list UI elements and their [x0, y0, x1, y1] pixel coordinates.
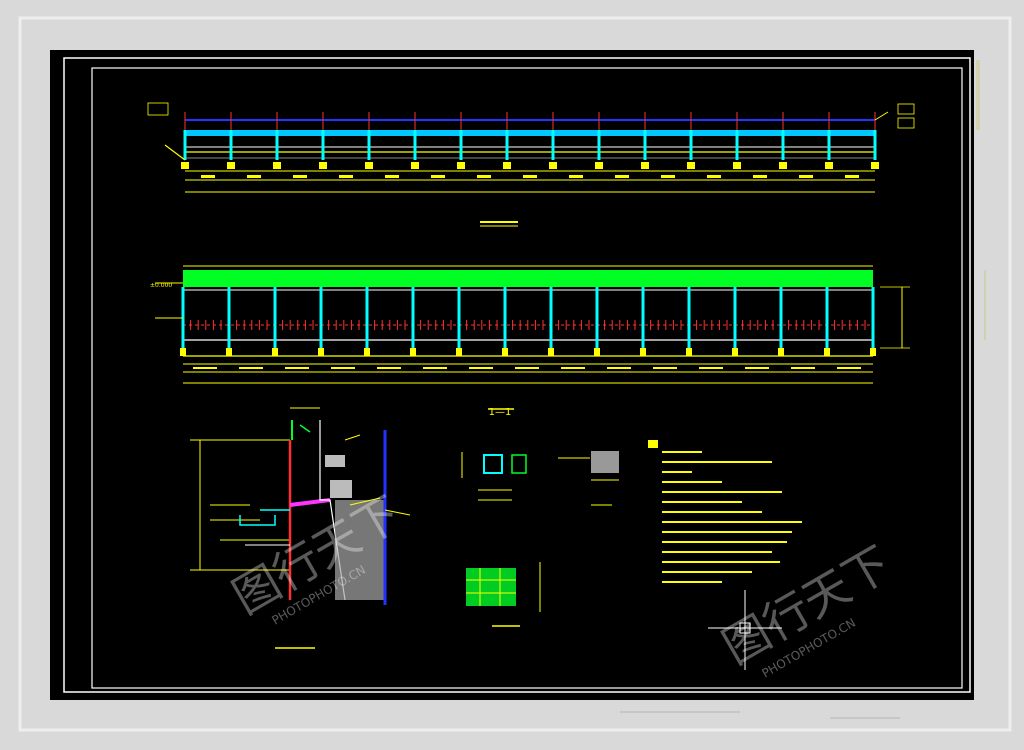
- top-dim-mark: [431, 175, 445, 178]
- column-section-detail: [461, 452, 527, 501]
- plan-dim-mark: [469, 367, 493, 369]
- top-footing: [871, 162, 879, 169]
- sheet-border-outer: [63, 57, 971, 693]
- top-dim-mark: [707, 175, 721, 178]
- top-dim-mark: [845, 175, 859, 178]
- top-footing: [641, 162, 649, 169]
- plan-dim-mark: [837, 367, 861, 369]
- plan-footing: [272, 348, 278, 356]
- base-plate-detail: [466, 562, 541, 627]
- top-footing: [687, 162, 695, 169]
- plan-dim-mark: [331, 367, 355, 369]
- top-footing: [457, 162, 465, 169]
- top-footing: [181, 162, 189, 169]
- crosshair-cursor: [708, 590, 782, 670]
- plan-dim-mark: [423, 367, 447, 369]
- plan-columns: [180, 287, 876, 369]
- plan-footing: [870, 348, 876, 356]
- top-dim-mark: [201, 175, 215, 178]
- top-footing: [319, 162, 327, 169]
- outer-frame-line: [18, 16, 1012, 732]
- plan-dim-mark: [193, 367, 217, 369]
- plan-footing: [778, 348, 784, 356]
- elevation-label-left: ±0.000: [150, 282, 172, 289]
- top-footing: [825, 162, 833, 169]
- plan-dim-mark: [607, 367, 631, 369]
- top-footing: [503, 162, 511, 169]
- plan-footing: [640, 348, 646, 356]
- plan-footing: [226, 348, 232, 356]
- plan-dim-mark: [285, 367, 309, 369]
- top-dim-mark: [293, 175, 307, 178]
- top-dim-mark: [477, 175, 491, 178]
- plan-footing: [824, 348, 830, 356]
- general-notes: [648, 440, 802, 583]
- section-title: 1—1: [489, 407, 512, 418]
- top-dim-mark: [339, 175, 353, 178]
- plan-footing: [364, 348, 370, 356]
- plan-footing: [732, 348, 738, 356]
- mesh-detail: [558, 451, 619, 506]
- top-dim-mark: [247, 175, 261, 178]
- top-footing: [733, 162, 741, 169]
- plan-dim-mark: [561, 367, 585, 369]
- top-dim-mark: [569, 175, 583, 178]
- plan-elevation: 1—1: [155, 265, 910, 418]
- plan-footing: [456, 348, 462, 356]
- wall-detail: [190, 407, 411, 649]
- plan-dim-mark: [515, 367, 539, 369]
- plan-dim-mark: [377, 367, 401, 369]
- plan-footing: [410, 348, 416, 356]
- top-dim-mark: [799, 175, 813, 178]
- plan-footing: [180, 348, 186, 356]
- top-dim-mark: [385, 175, 399, 178]
- plan-dim-mark: [699, 367, 723, 369]
- top-elevation-ticks: [184, 112, 876, 130]
- plan-footing: [686, 348, 692, 356]
- top-elevation-columns: [181, 130, 879, 178]
- plan-footing: [548, 348, 554, 356]
- plan-dim-mark: [745, 367, 769, 369]
- top-dim-mark: [753, 175, 767, 178]
- top-footing: [779, 162, 787, 169]
- top-footing: [411, 162, 419, 169]
- top-dim-mark: [615, 175, 629, 178]
- top-dim-mark: [661, 175, 675, 178]
- notes-heading-mark: [648, 440, 658, 448]
- plan-footing: [502, 348, 508, 356]
- top-footing: [549, 162, 557, 169]
- top-dim-mark: [523, 175, 537, 178]
- faint-side-drawing: [620, 60, 986, 719]
- top-elevation: [147, 102, 915, 227]
- plan-footing: [318, 348, 324, 356]
- plan-dim-mark: [653, 367, 677, 369]
- top-footing: [365, 162, 373, 169]
- top-footing: [595, 162, 603, 169]
- plan-dim-mark: [239, 367, 263, 369]
- plan-dim-mark: [791, 367, 815, 369]
- top-footing: [273, 162, 281, 169]
- plan-footing: [594, 348, 600, 356]
- sheet-border-inner: [91, 67, 963, 689]
- top-footing: [227, 162, 235, 169]
